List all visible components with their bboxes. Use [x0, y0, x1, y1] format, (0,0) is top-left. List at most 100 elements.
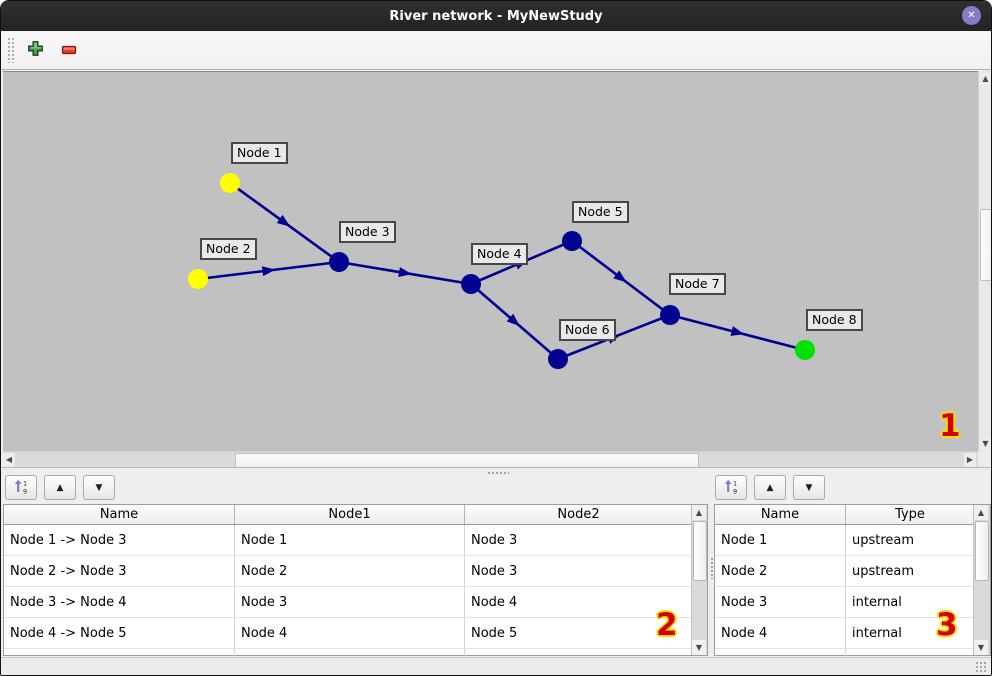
- vertical-splitter[interactable]: [709, 504, 714, 656]
- table-cell[interactable]: Node 5: [471, 625, 518, 641]
- table-cell[interactable]: Node 1: [235, 525, 465, 555]
- network-node[interactable]: [548, 349, 568, 369]
- node-label[interactable]: Node 1: [231, 142, 288, 164]
- move-down-button[interactable]: ▼: [793, 475, 825, 500]
- node-label[interactable]: Node 4: [471, 243, 528, 265]
- splitter-grip[interactable]: [487, 471, 509, 475]
- add-button[interactable]: [22, 37, 48, 63]
- table-cell[interactable]: Node 4: [235, 618, 465, 648]
- horizontal-splitter[interactable]: [1, 467, 991, 477]
- table-cell[interactable]: Node 2 -> Node 3: [4, 556, 235, 586]
- node-label[interactable]: Node 6: [559, 319, 616, 341]
- node-label[interactable]: Node 7: [669, 273, 726, 295]
- titlebar[interactable]: River network - MyNewStudy ✕: [1, 1, 991, 31]
- column-header[interactable]: Type: [846, 505, 974, 524]
- canvas-horizontal-scrollbar[interactable]: ◀ ▶: [3, 451, 978, 468]
- table-cell[interactable]: upstream: [852, 532, 915, 548]
- table-cell[interactable]: Node 1 -> Node 3: [4, 525, 235, 555]
- table-row[interactable]: Node 1 upstream: [715, 525, 974, 556]
- table-cell[interactable]: Node 3: [715, 587, 846, 617]
- table-cell[interactable]: Node 3: [471, 563, 518, 579]
- toolbar-drag-handle[interactable]: [7, 37, 14, 63]
- scroll-up-icon[interactable]: ▲: [974, 505, 988, 520]
- column-header[interactable]: Name: [4, 505, 235, 524]
- edge-arrow-icon: [398, 267, 412, 277]
- edge-arrow-icon: [506, 313, 520, 327]
- scrollbar-corner: [978, 451, 991, 467]
- network-node[interactable]: [461, 274, 481, 294]
- network-canvas[interactable]: Node 1 Node 2 Node 3 Node 4 Node 5 Node 6 Node…: [3, 71, 978, 452]
- table-cell[interactable]: internal: [852, 594, 902, 610]
- table-cell[interactable]: Node 3 -> Node 4: [4, 587, 235, 617]
- table-cell: [4, 649, 235, 659]
- table-cell[interactable]: Node 4 -> Node 5: [4, 618, 235, 648]
- canvas-vscroll-thumb[interactable]: [980, 209, 991, 281]
- table-cell: [235, 649, 465, 659]
- table-cell[interactable]: Node 3: [471, 532, 518, 548]
- scroll-thumb[interactable]: [693, 521, 707, 581]
- table-row[interactable]: Node 4 internal: [715, 618, 974, 649]
- network-node[interactable]: [220, 173, 240, 193]
- close-icon[interactable]: ✕: [962, 6, 981, 25]
- node-label[interactable]: Node 3: [339, 221, 396, 243]
- table-cell[interactable]: Node 1: [715, 525, 846, 555]
- scroll-up-icon[interactable]: ▲: [692, 505, 706, 520]
- triangle-up-icon: ▲: [56, 482, 64, 493]
- sort-button[interactable]: 1 9: [715, 475, 747, 500]
- canvas-hscroll-thumb[interactable]: [235, 453, 699, 468]
- links-table-scrollbar[interactable]: ▲ ▼: [691, 505, 707, 655]
- table-cell[interactable]: Node 4: [471, 594, 518, 610]
- resize-grip[interactable]: [975, 661, 988, 674]
- nodes-table-scrollbar[interactable]: ▲ ▼: [973, 505, 990, 655]
- scroll-up-icon[interactable]: ▲: [979, 72, 991, 85]
- canvas-vertical-scrollbar[interactable]: ▲ ▼: [978, 71, 991, 451]
- node-label[interactable]: Node 5: [572, 201, 629, 223]
- scroll-down-icon[interactable]: ▼: [974, 640, 988, 655]
- sort-button[interactable]: 1 9: [5, 475, 37, 500]
- scroll-down-icon[interactable]: ▼: [692, 640, 706, 655]
- scroll-right-icon[interactable]: ▶: [964, 453, 976, 467]
- scroll-left-icon[interactable]: ◀: [3, 453, 15, 467]
- minus-icon: [61, 41, 78, 60]
- table-row[interactable]: Node 2 upstream: [715, 556, 974, 587]
- network-node[interactable]: [660, 305, 680, 325]
- move-up-button[interactable]: ▲: [44, 475, 76, 500]
- network-node[interactable]: [795, 340, 815, 360]
- scroll-down-icon[interactable]: ▼: [979, 437, 991, 450]
- network-node[interactable]: [329, 252, 349, 272]
- node-label[interactable]: Node 2: [200, 238, 257, 260]
- table-cell[interactable]: internal: [852, 625, 902, 641]
- table-cell[interactable]: Node 3: [235, 587, 465, 617]
- empty-row: [715, 649, 974, 659]
- move-down-button[interactable]: ▼: [83, 475, 115, 500]
- table-cell[interactable]: Node 2: [235, 556, 465, 586]
- column-header[interactable]: Node1: [235, 505, 465, 524]
- table-cell[interactable]: upstream: [852, 563, 915, 579]
- svg-text:9: 9: [23, 487, 27, 494]
- move-up-button[interactable]: ▲: [754, 475, 786, 500]
- edge-arrow-icon: [261, 266, 276, 277]
- network-node[interactable]: [188, 269, 208, 289]
- network-node[interactable]: [562, 231, 582, 251]
- svg-text:1: 1: [23, 479, 27, 487]
- node-label[interactable]: Node 8: [806, 309, 863, 331]
- table-row[interactable]: Node 3 internal: [715, 587, 974, 618]
- column-header[interactable]: Name: [715, 505, 846, 524]
- annotation-number-2: 2: [656, 607, 678, 643]
- edge-arrow-icon: [276, 214, 291, 227]
- annotation-number-3: 3: [936, 607, 958, 643]
- column-header[interactable]: Node2: [465, 505, 692, 524]
- splitter-grip[interactable]: [710, 557, 714, 579]
- scroll-thumb[interactable]: [975, 521, 989, 581]
- table-cell[interactable]: Node 2: [715, 556, 846, 586]
- table-cell[interactable]: Node 4: [715, 618, 846, 648]
- remove-button[interactable]: [56, 37, 82, 63]
